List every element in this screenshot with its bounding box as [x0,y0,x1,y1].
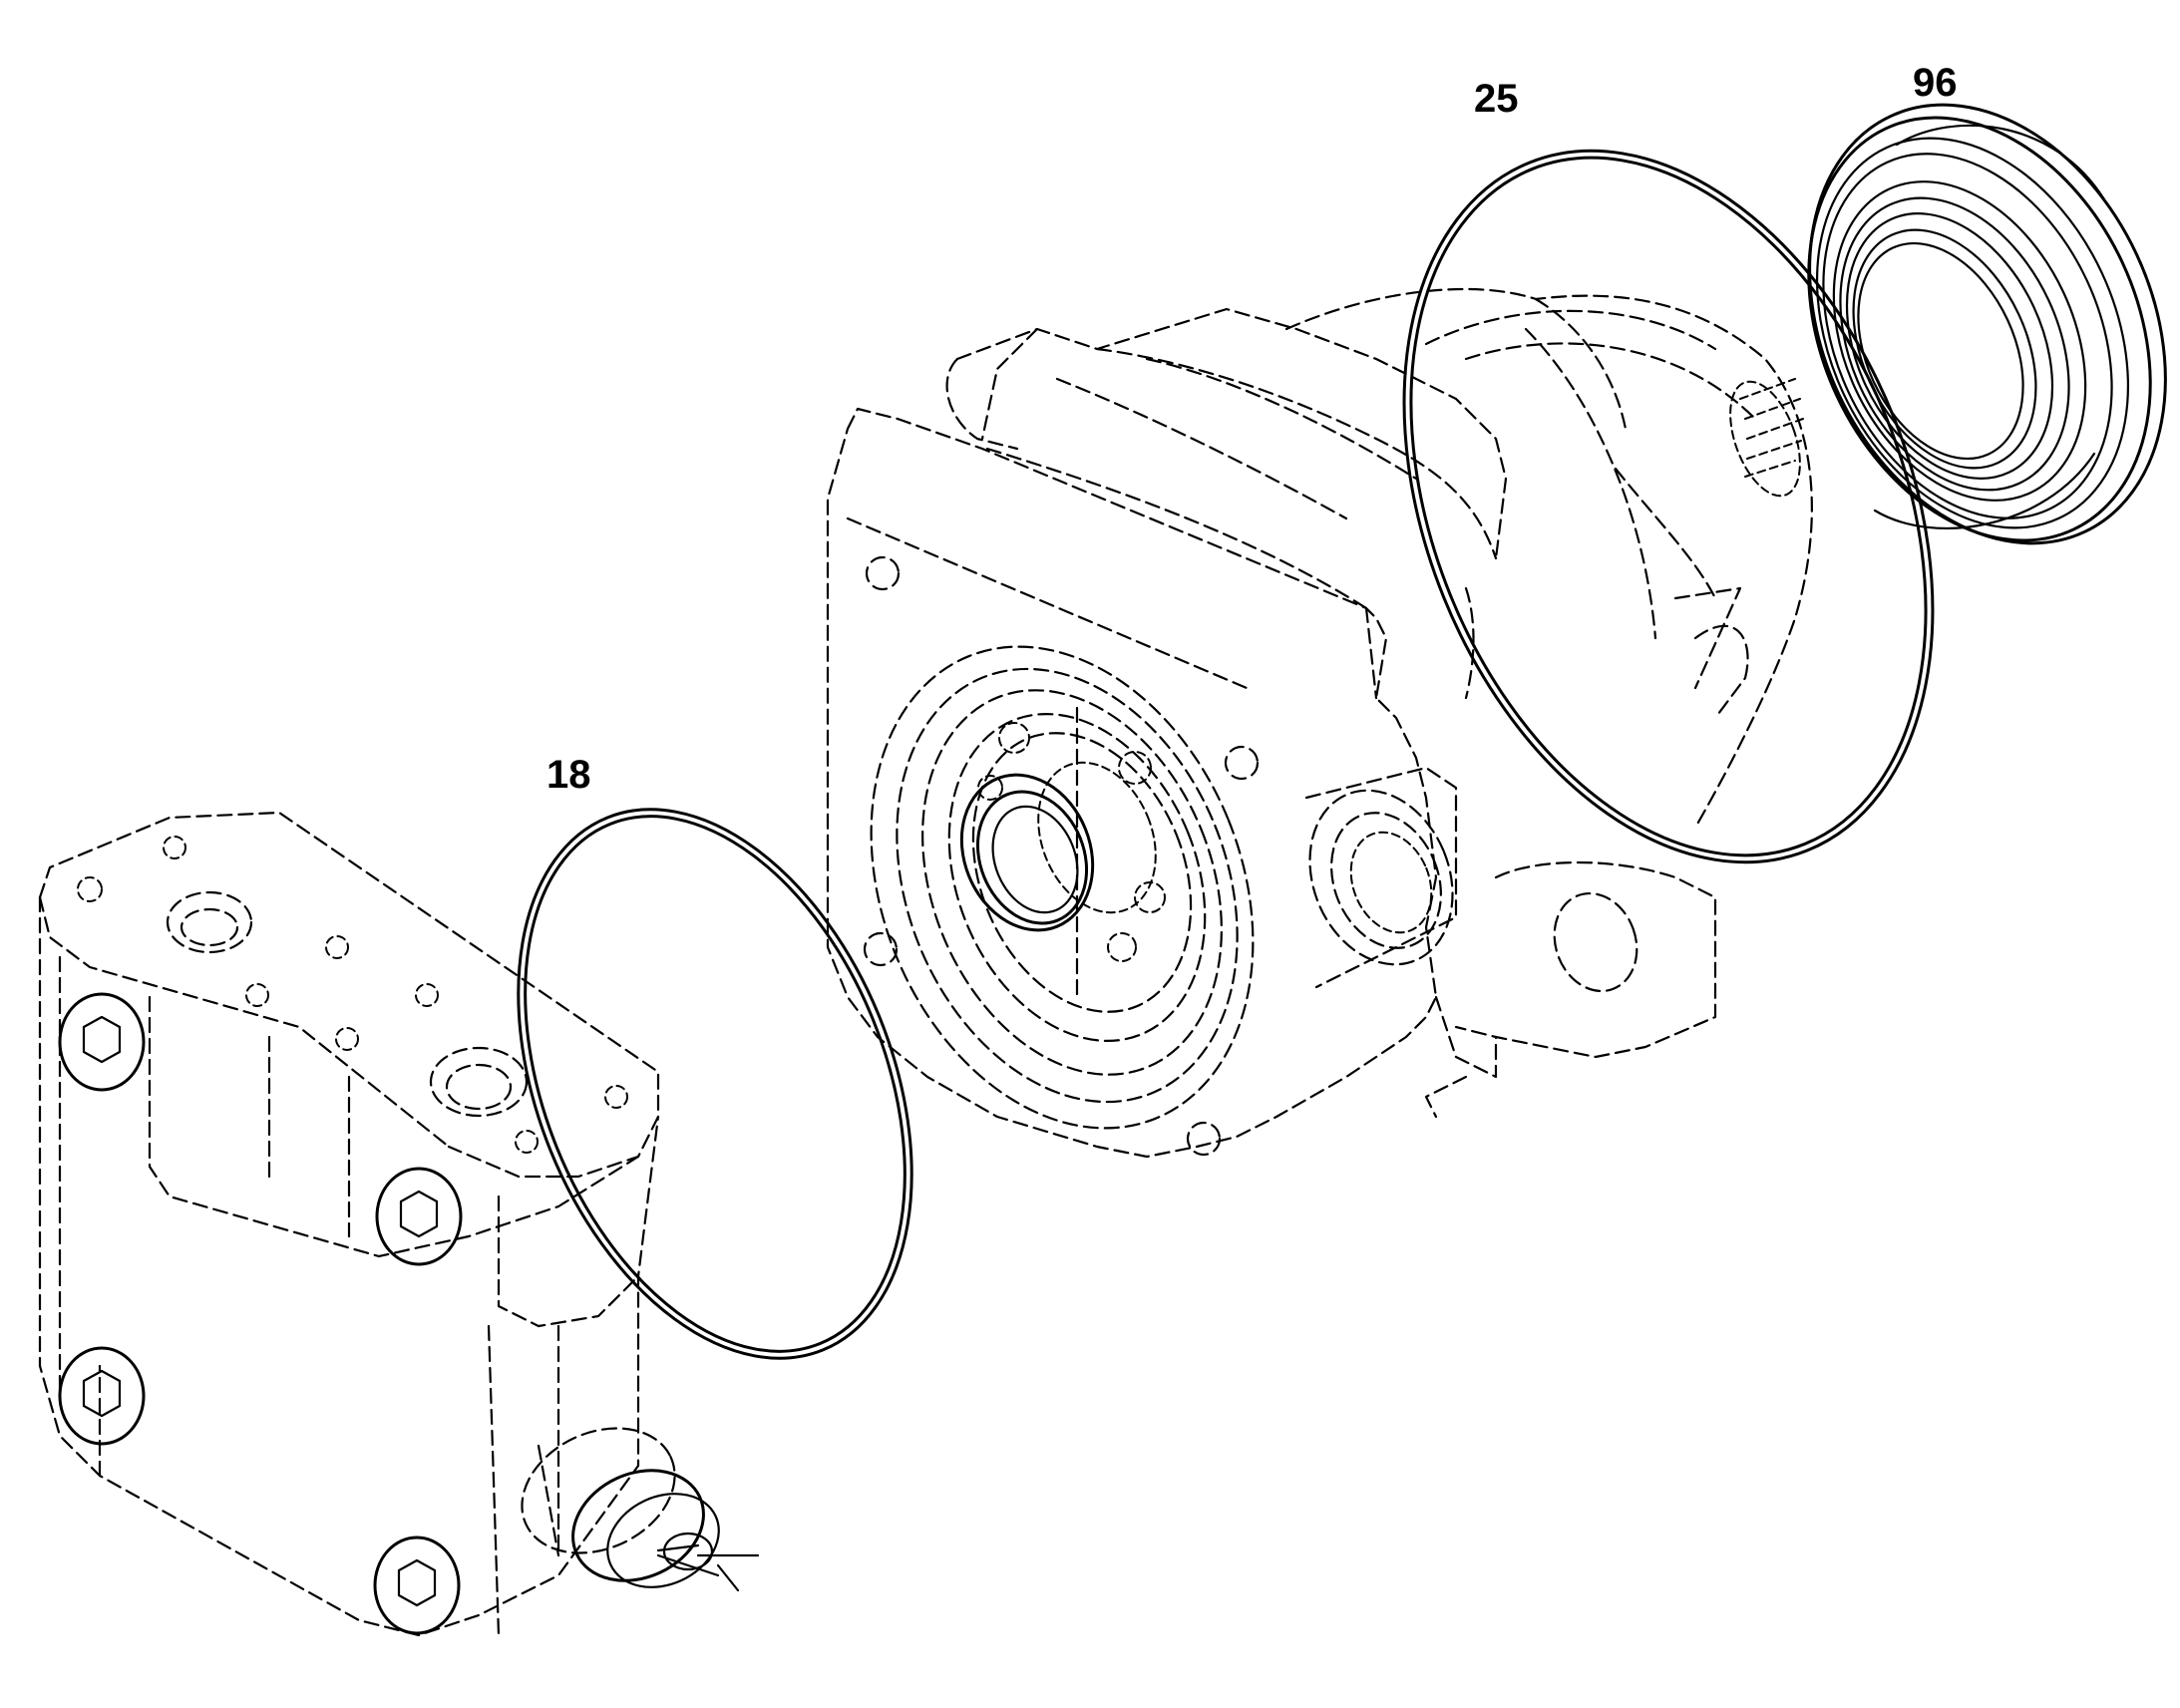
cap-screw-mid [375,1167,463,1266]
cap-screw-top [58,992,146,1092]
cap-screw-bottom [373,1536,461,1635]
plug-fitting [521,1427,760,1592]
callout-96: 96 [1913,61,1958,105]
callout-18: 18 [546,753,591,797]
callout-25: 25 [1474,77,1519,121]
pump-housing [826,287,1813,1159]
end-cover [38,811,760,1637]
cap-screw-left [58,1346,146,1446]
o-ring-18 [517,808,913,1360]
shaft-seal-96 [1807,103,2167,545]
o-ring-25 [1402,149,1935,864]
